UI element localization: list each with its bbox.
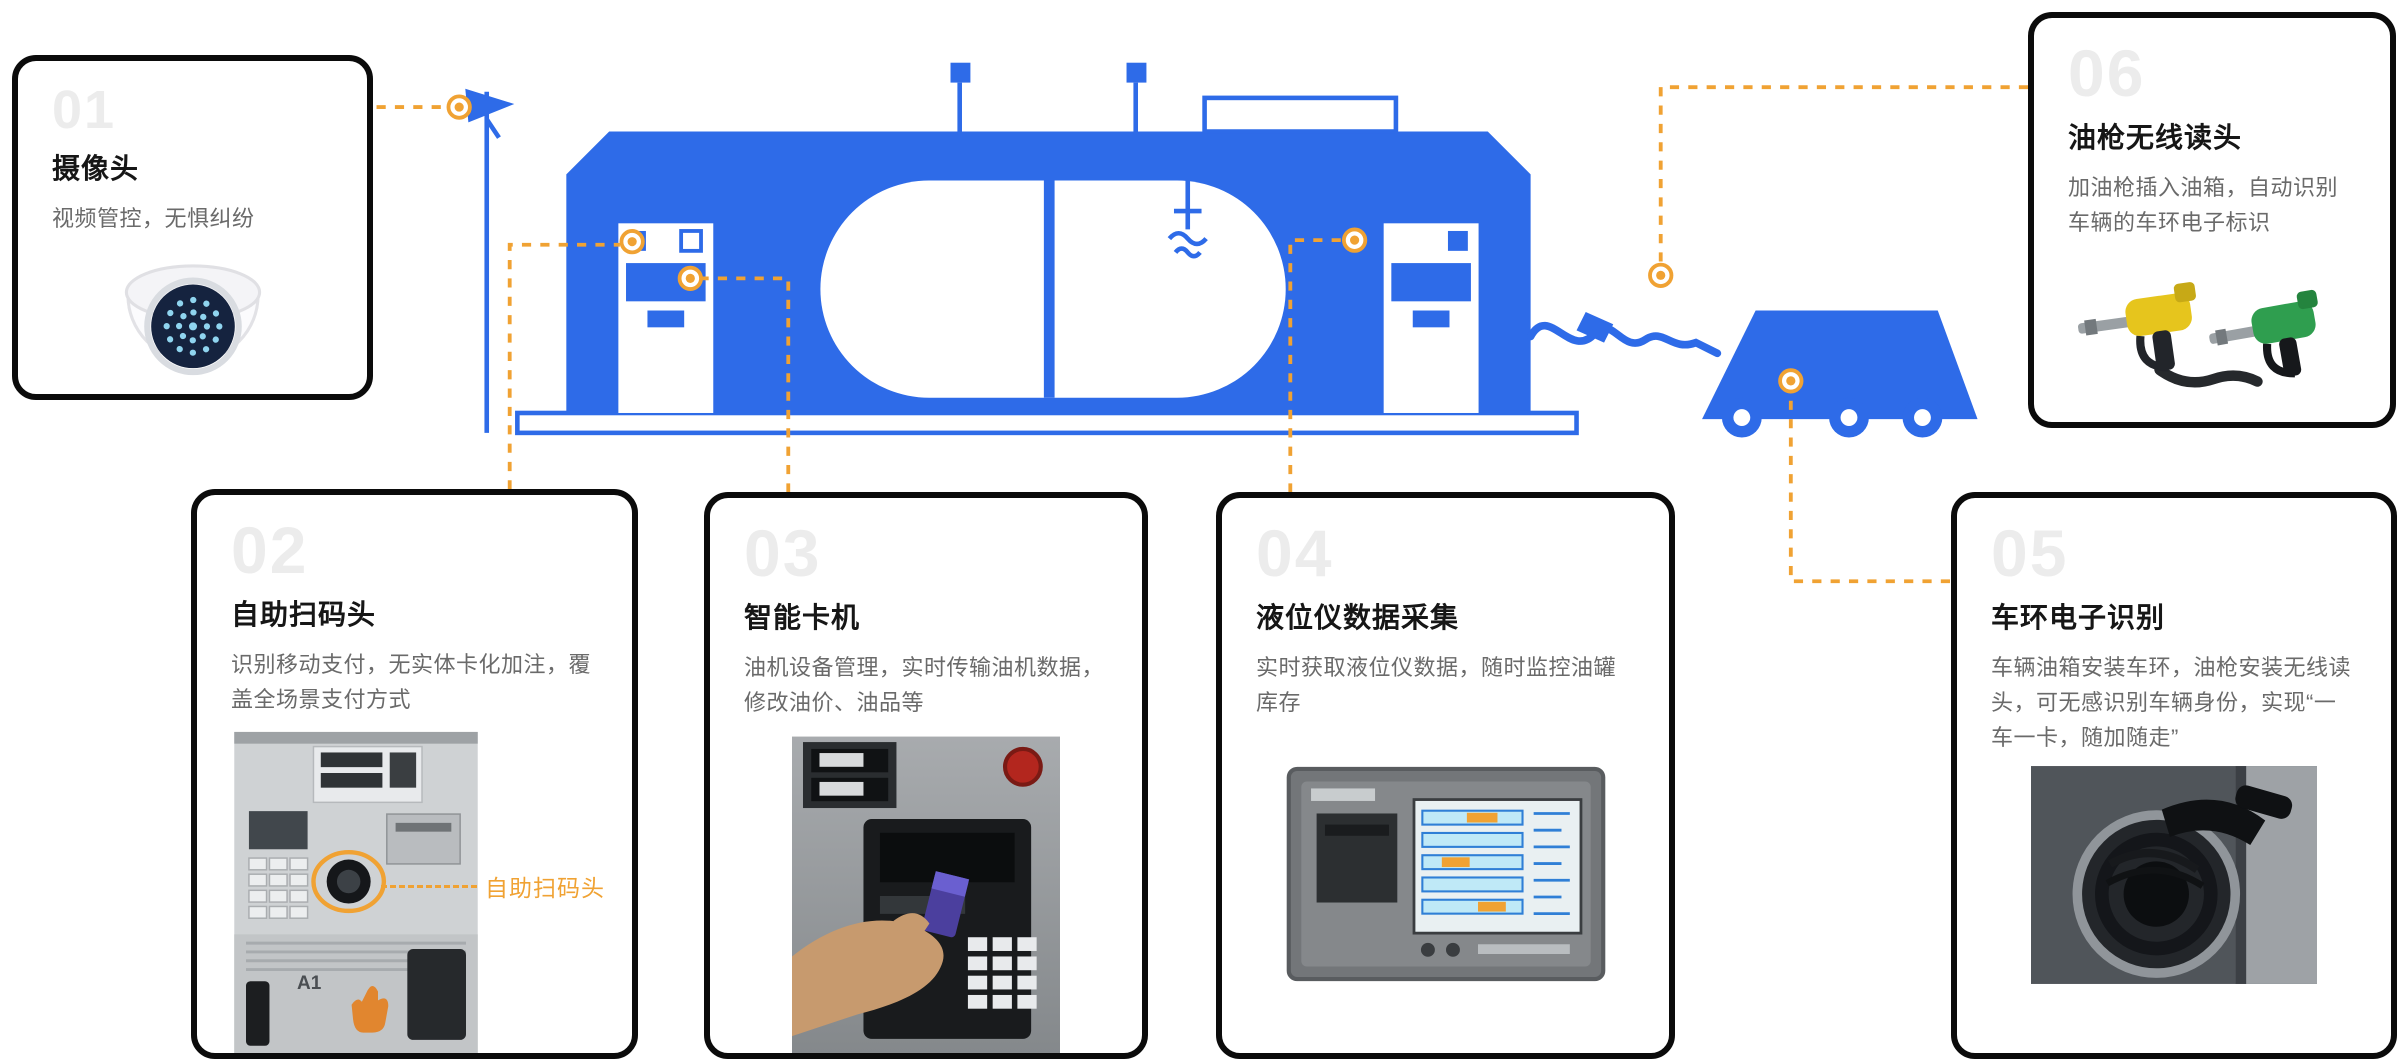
pump-a1-label: A1 xyxy=(297,973,322,995)
card-number: 05 xyxy=(1991,516,2069,590)
level-gauge-photo xyxy=(1256,766,1635,982)
card-title: 自助扫码头 xyxy=(231,599,377,630)
tank-ring-photo xyxy=(1991,765,2357,984)
tanker-truck xyxy=(1702,310,1978,438)
card-number: 06 xyxy=(2068,36,2146,110)
fuel-dispenser-image xyxy=(234,732,478,1053)
feature-card-nozzle-reader: 06 油枪无线读头 加油枪插入油箱，自动识别车辆的车环电子标识 xyxy=(2028,12,2396,428)
card-desc: 视频管控，无惧纠纷 xyxy=(52,206,255,231)
connector-scanner xyxy=(507,242,620,490)
card-number: 04 xyxy=(1256,516,1334,590)
cctv-camera-icon xyxy=(465,88,515,139)
connector-nodes xyxy=(446,94,1804,394)
dome-camera-image xyxy=(52,252,333,394)
feature-card-camera: 01 摄像头 视频管控，无惧纠纷 xyxy=(12,55,373,400)
card-title: 车环电子识别 xyxy=(1991,602,2166,633)
feature-card-self-scan: 02 自助扫码头 识别移动支付，无实体卡化加注，覆盖全场景支付方式 xyxy=(191,489,638,1059)
fuel-hose xyxy=(1526,321,1722,358)
card-desc: 实时获取液位仪数据，随时监控油罐库存 xyxy=(1256,655,1617,716)
fuel-nozzles-photo xyxy=(2068,258,2356,392)
connector-lines xyxy=(376,85,2029,584)
hose-nozzle-icon xyxy=(1576,312,1614,343)
card-number: 01 xyxy=(52,80,117,140)
card-title: 智能卡机 xyxy=(744,602,861,633)
card-number: 03 xyxy=(744,516,822,590)
connector-nozzle-reader xyxy=(1658,85,2029,264)
feature-card-card-machine: 03 智能卡机 油机设备管理，实时传输油机数据，修改油价、油品等 xyxy=(704,492,1148,1059)
card-desc: 识别移动支付，无实体卡化加注，覆盖全场景支付方式 xyxy=(231,652,592,713)
card-title: 摄像头 xyxy=(52,153,140,184)
card-machine-photo xyxy=(744,736,1108,1053)
card-desc: 油机设备管理，实时传输油机数据，修改油价、油品等 xyxy=(744,655,1105,716)
dispenser-right xyxy=(1383,223,1479,413)
scan-annotation-label: 自助扫码头 xyxy=(485,875,605,902)
card-title: 油枪无线读头 xyxy=(2068,122,2243,153)
tank-ring-image xyxy=(2031,765,2317,984)
fuel-dispenser-photo: 自助扫码头 A1 xyxy=(231,729,604,1053)
scan-callout: 自助扫码头 xyxy=(381,869,605,903)
card-desc: 车辆油箱安装车环，油枪安装无线读头，可无感识别车辆身份，实现“一车一卡，随加随走… xyxy=(1991,655,2352,751)
gas-station-illustration xyxy=(465,62,1978,438)
level-gauge-image xyxy=(1286,767,1605,982)
dispenser-left xyxy=(618,223,714,413)
station-base xyxy=(515,410,1579,436)
card-title: 液位仪数据采集 xyxy=(1256,602,1460,633)
level-sensor-icon xyxy=(1167,180,1208,259)
feature-card-vehicle-ring: 05 车环电子识别 车辆油箱安装车环，油枪安装无线读头，可无感识别车辆身份，实现… xyxy=(1951,492,2397,1059)
card-machine-image xyxy=(792,736,1060,1053)
feature-card-level-gauge: 04 液位仪数据采集 实时获取液位仪数据，随时监控油罐库存 xyxy=(1216,492,1675,1059)
fuel-nozzles-image xyxy=(2078,282,2318,388)
roof-sign xyxy=(1202,95,1399,134)
card-number: 02 xyxy=(231,513,309,587)
connector-vehicle-ring xyxy=(1788,393,1950,584)
card-desc: 加油枪插入油箱，自动识别车辆的车环电子标识 xyxy=(2068,175,2339,236)
dome-camera-icon xyxy=(124,264,261,376)
annotation-dash-line xyxy=(381,884,477,888)
